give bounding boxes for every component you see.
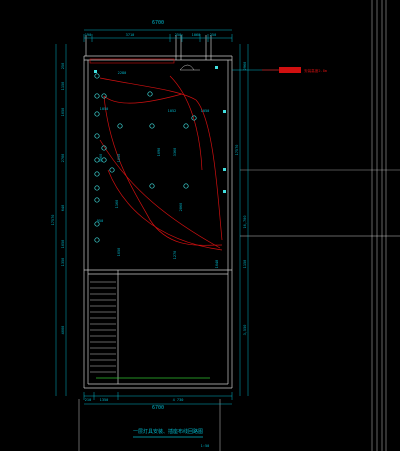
light-fixture <box>94 185 100 191</box>
annotation-tag[interactable]: 安装高度2.8m <box>262 67 327 73</box>
dim-label: 4000 <box>61 326 65 335</box>
light-fixture <box>101 157 107 163</box>
dim-label: 3,550 <box>243 325 247 336</box>
dim-label: 250 <box>210 33 217 37</box>
dim-label: 2700 <box>61 154 65 163</box>
drawing-scale: 1:50 <box>201 444 210 448</box>
light-fixture <box>183 123 189 129</box>
dim-inner-labels: 2280 1050 1052 1050 3060 1050 1090 3360 2860 1160… <box>97 71 219 268</box>
dim-label: 1350 <box>100 398 109 402</box>
dim-label: 1050 <box>100 107 109 111</box>
dim-label: 1350 <box>61 258 65 267</box>
window <box>89 58 175 64</box>
dim-label: 4 730 <box>173 398 184 402</box>
dim-top-total: 6700 <box>152 20 164 26</box>
dim-label: 16,700 <box>243 216 247 229</box>
dim-right-segments: 2960 17570 16,700 1150 3,550 <box>235 62 247 336</box>
dim-label: 1050 <box>61 108 65 117</box>
dim-label: 1052 <box>168 109 177 113</box>
light-fixture <box>149 123 155 129</box>
dim-label: 2960 <box>243 62 247 71</box>
dim-label: 1150 <box>61 82 65 91</box>
dim-label: 1050 <box>117 154 121 163</box>
light-fixture <box>94 93 100 99</box>
dim-label: 2860 <box>179 203 183 212</box>
dim-label: 1050 <box>117 248 121 257</box>
light-fixture <box>117 123 123 129</box>
dim-label: 17570 <box>51 215 55 226</box>
reference-grid-lines <box>78 0 400 451</box>
annotation-text: 安装高度2.8m <box>304 68 327 73</box>
light-fixture <box>101 145 107 151</box>
light-fixture <box>94 221 100 227</box>
dim-label: 1060 <box>192 33 201 37</box>
dim-label: 3710 <box>126 33 135 37</box>
dimension-lines <box>55 29 278 405</box>
dim-label: 17570 <box>235 145 239 156</box>
dim-label: 1050 <box>201 109 210 113</box>
circuit-path <box>107 169 223 251</box>
light-fixture <box>94 171 100 177</box>
dim-label: 250 <box>61 63 65 70</box>
light-fixture <box>94 111 100 117</box>
dim-bottom-segments: 210 1350 4 730 <box>85 398 184 402</box>
outlet-marker <box>223 168 226 171</box>
dim-top-segments: 190 3710 250 1060 250 <box>85 33 217 37</box>
light-fixture <box>94 133 100 139</box>
staircase <box>90 281 210 379</box>
door-swing <box>179 64 195 71</box>
dim-bottom-total: 6700 <box>152 405 164 411</box>
dim-label: 1270 <box>173 251 177 260</box>
dim-label: 1160 <box>115 200 119 209</box>
outlet-marker <box>94 70 97 73</box>
dim-label: 2280 <box>118 71 127 75</box>
light-fixture <box>94 73 100 79</box>
light-fixtures <box>94 66 226 243</box>
light-fixture <box>94 197 100 203</box>
dim-label: 1150 <box>243 260 247 269</box>
circuit-path <box>169 75 203 171</box>
outlet-marker <box>223 110 226 113</box>
dim-label: 640 <box>61 205 65 212</box>
light-fixture <box>101 93 107 99</box>
outlet-marker <box>223 190 226 193</box>
light-fixture <box>109 167 115 173</box>
light-fixture <box>183 183 189 189</box>
dim-label: 3060 <box>99 154 103 163</box>
dim-label: 3360 <box>173 148 177 157</box>
drawing-title: 一层灯具安装、插座布线回路图 <box>133 428 203 435</box>
dim-label: 950 <box>97 219 104 223</box>
circuit-path <box>99 77 223 241</box>
light-fixture <box>94 157 100 163</box>
dim-label: 1090 <box>157 148 161 157</box>
wall-outline <box>83 35 233 389</box>
light-fixture <box>147 91 153 97</box>
dim-label: 190 <box>85 33 92 37</box>
dim-label: 250 <box>175 33 182 37</box>
light-fixture <box>191 115 197 121</box>
light-fixture <box>149 183 155 189</box>
circuit-path <box>99 139 221 249</box>
dim-label: 1048 <box>215 260 219 269</box>
dim-label: 210 <box>85 398 92 402</box>
circuit-wiring <box>99 75 223 251</box>
dim-label: 1050 <box>61 240 65 249</box>
circuit-path <box>103 93 183 104</box>
outlet-marker <box>215 66 218 69</box>
light-fixture <box>94 237 100 243</box>
dim-left-segments: 250 1150 1050 2700 640 1050 1350 4000 17570 <box>51 63 65 335</box>
